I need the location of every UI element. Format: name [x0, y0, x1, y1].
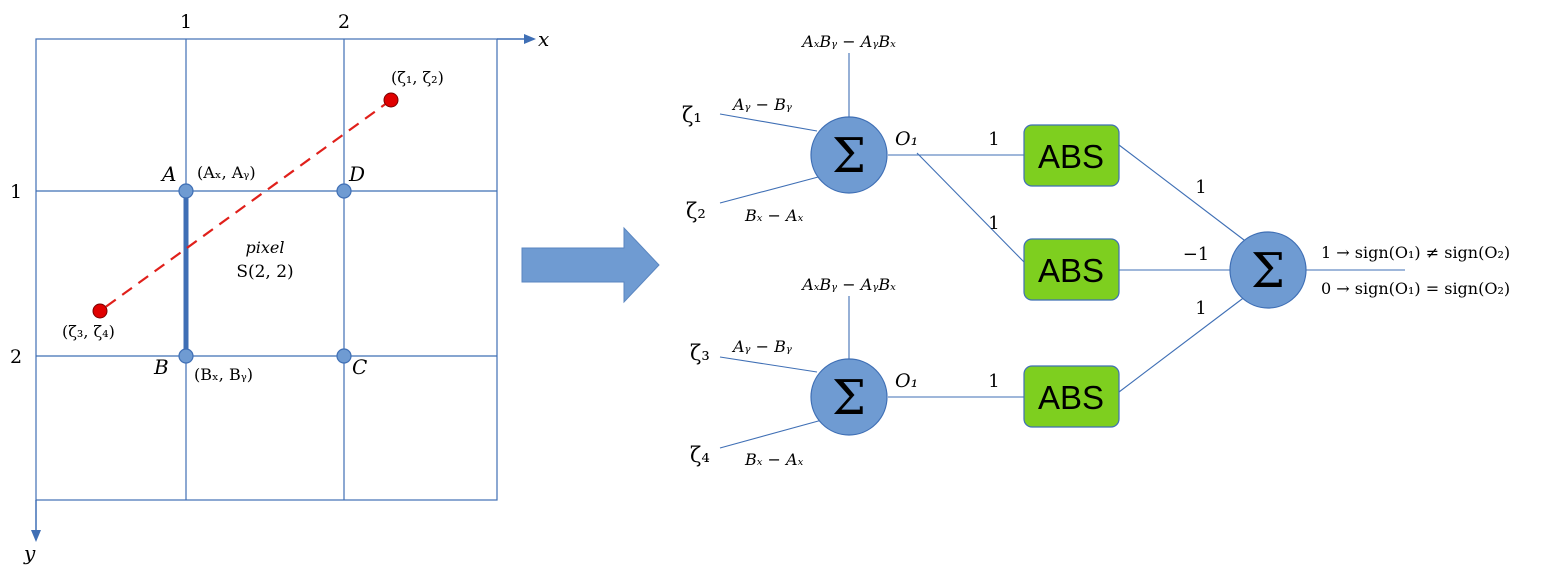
input-label-zeta1: ζ₁ — [682, 103, 702, 127]
col-tick-2: 2 — [338, 11, 350, 33]
point-d — [336, 183, 352, 199]
point-b — [178, 348, 194, 364]
weight-label-bottom-2: Bₓ − Aₓ — [744, 450, 804, 469]
edge-o1-abs-mid — [916, 152, 1025, 263]
label-a-coord: (Aₓ, Aᵧ) — [197, 163, 256, 182]
sum-neuron-bottom — [810, 358, 888, 436]
label-a: A — [160, 162, 176, 186]
point-a — [178, 183, 194, 199]
row-tick-2: 2 — [10, 346, 22, 368]
output-label-bottom: O₁ — [895, 370, 918, 392]
weight-out-mid: −1 — [1183, 244, 1210, 265]
transform-arrow — [521, 226, 660, 304]
result-label-1: 1 → sign(O₁) ≠ sign(O₂) — [1321, 243, 1510, 262]
label-pixel: pixel — [246, 238, 285, 257]
output-label-top: O₁ — [895, 128, 918, 150]
row-tick-1: 1 — [10, 181, 22, 203]
point-c — [336, 348, 352, 364]
abs-box-bottom — [1023, 365, 1120, 428]
endpoint-zeta34 — [92, 303, 108, 319]
x-axis-label: x — [538, 27, 549, 51]
edge-abs-top-out — [1118, 144, 1249, 244]
label-zeta34: (ζ₃, ζ₄) — [62, 322, 115, 341]
label-b: B — [153, 355, 169, 379]
edge-abs-bottom-out — [1118, 295, 1247, 393]
sum-neuron-output — [1229, 231, 1307, 309]
weight-out-bottom: 1 — [1195, 298, 1206, 319]
label-pixel-name: S(2, 2) — [236, 262, 293, 282]
input-label-zeta4: ζ₄ — [690, 443, 710, 467]
abs-box-mid — [1023, 238, 1120, 301]
grid-border — [35, 38, 498, 501]
label-c: C — [352, 355, 367, 379]
abs-label-mid: ABS — [1038, 252, 1104, 289]
weight-out-top: 1 — [1195, 177, 1206, 198]
sum-symbol-top: Σ — [832, 128, 866, 184]
label-d: D — [348, 162, 365, 186]
input-label-zeta2: ζ₂ — [686, 199, 706, 223]
input-line-zeta1 — [719, 113, 818, 132]
weight-abs-mid: 1 — [988, 213, 999, 234]
sum-symbol-output: Σ — [1251, 243, 1285, 299]
input-label-zeta3: ζ₃ — [690, 341, 710, 365]
bias-label-bottom: AₓBᵧ − AᵧBₓ — [800, 275, 896, 294]
bias-label-top: AₓBᵧ − AᵧBₓ — [800, 32, 896, 51]
weight-abs-top: 1 — [988, 129, 999, 150]
sum-neuron-top — [810, 116, 888, 194]
weight-abs-bottom: 1 — [988, 371, 999, 392]
label-b-coord: (Bₓ, Bᵧ) — [194, 365, 253, 384]
input-line-zeta3 — [719, 356, 818, 373]
abs-label-bottom: ABS — [1038, 379, 1104, 416]
input-line-zeta4 — [719, 419, 823, 449]
result-label-0: 0 → sign(O₁) = sign(O₂) — [1321, 279, 1510, 298]
abs-label-top: ABS — [1038, 138, 1104, 175]
label-zeta12: (ζ₁, ζ₂) — [391, 68, 444, 87]
weight-label-top-1: Aᵧ − Bᵧ — [731, 95, 792, 114]
input-line-zeta2 — [719, 175, 823, 204]
col-tick-1: 1 — [180, 11, 192, 33]
y-axis-label: y — [23, 541, 36, 565]
endpoint-zeta12 — [383, 92, 399, 108]
weight-label-bottom-1: Aᵧ − Bᵧ — [731, 337, 792, 356]
pixel-grid — [35, 38, 498, 501]
network-connections — [719, 53, 1405, 449]
abs-box-top — [1023, 124, 1120, 187]
sum-symbol-bottom: Σ — [832, 370, 866, 426]
weight-label-top-2: Bₓ − Aₓ — [744, 206, 804, 225]
